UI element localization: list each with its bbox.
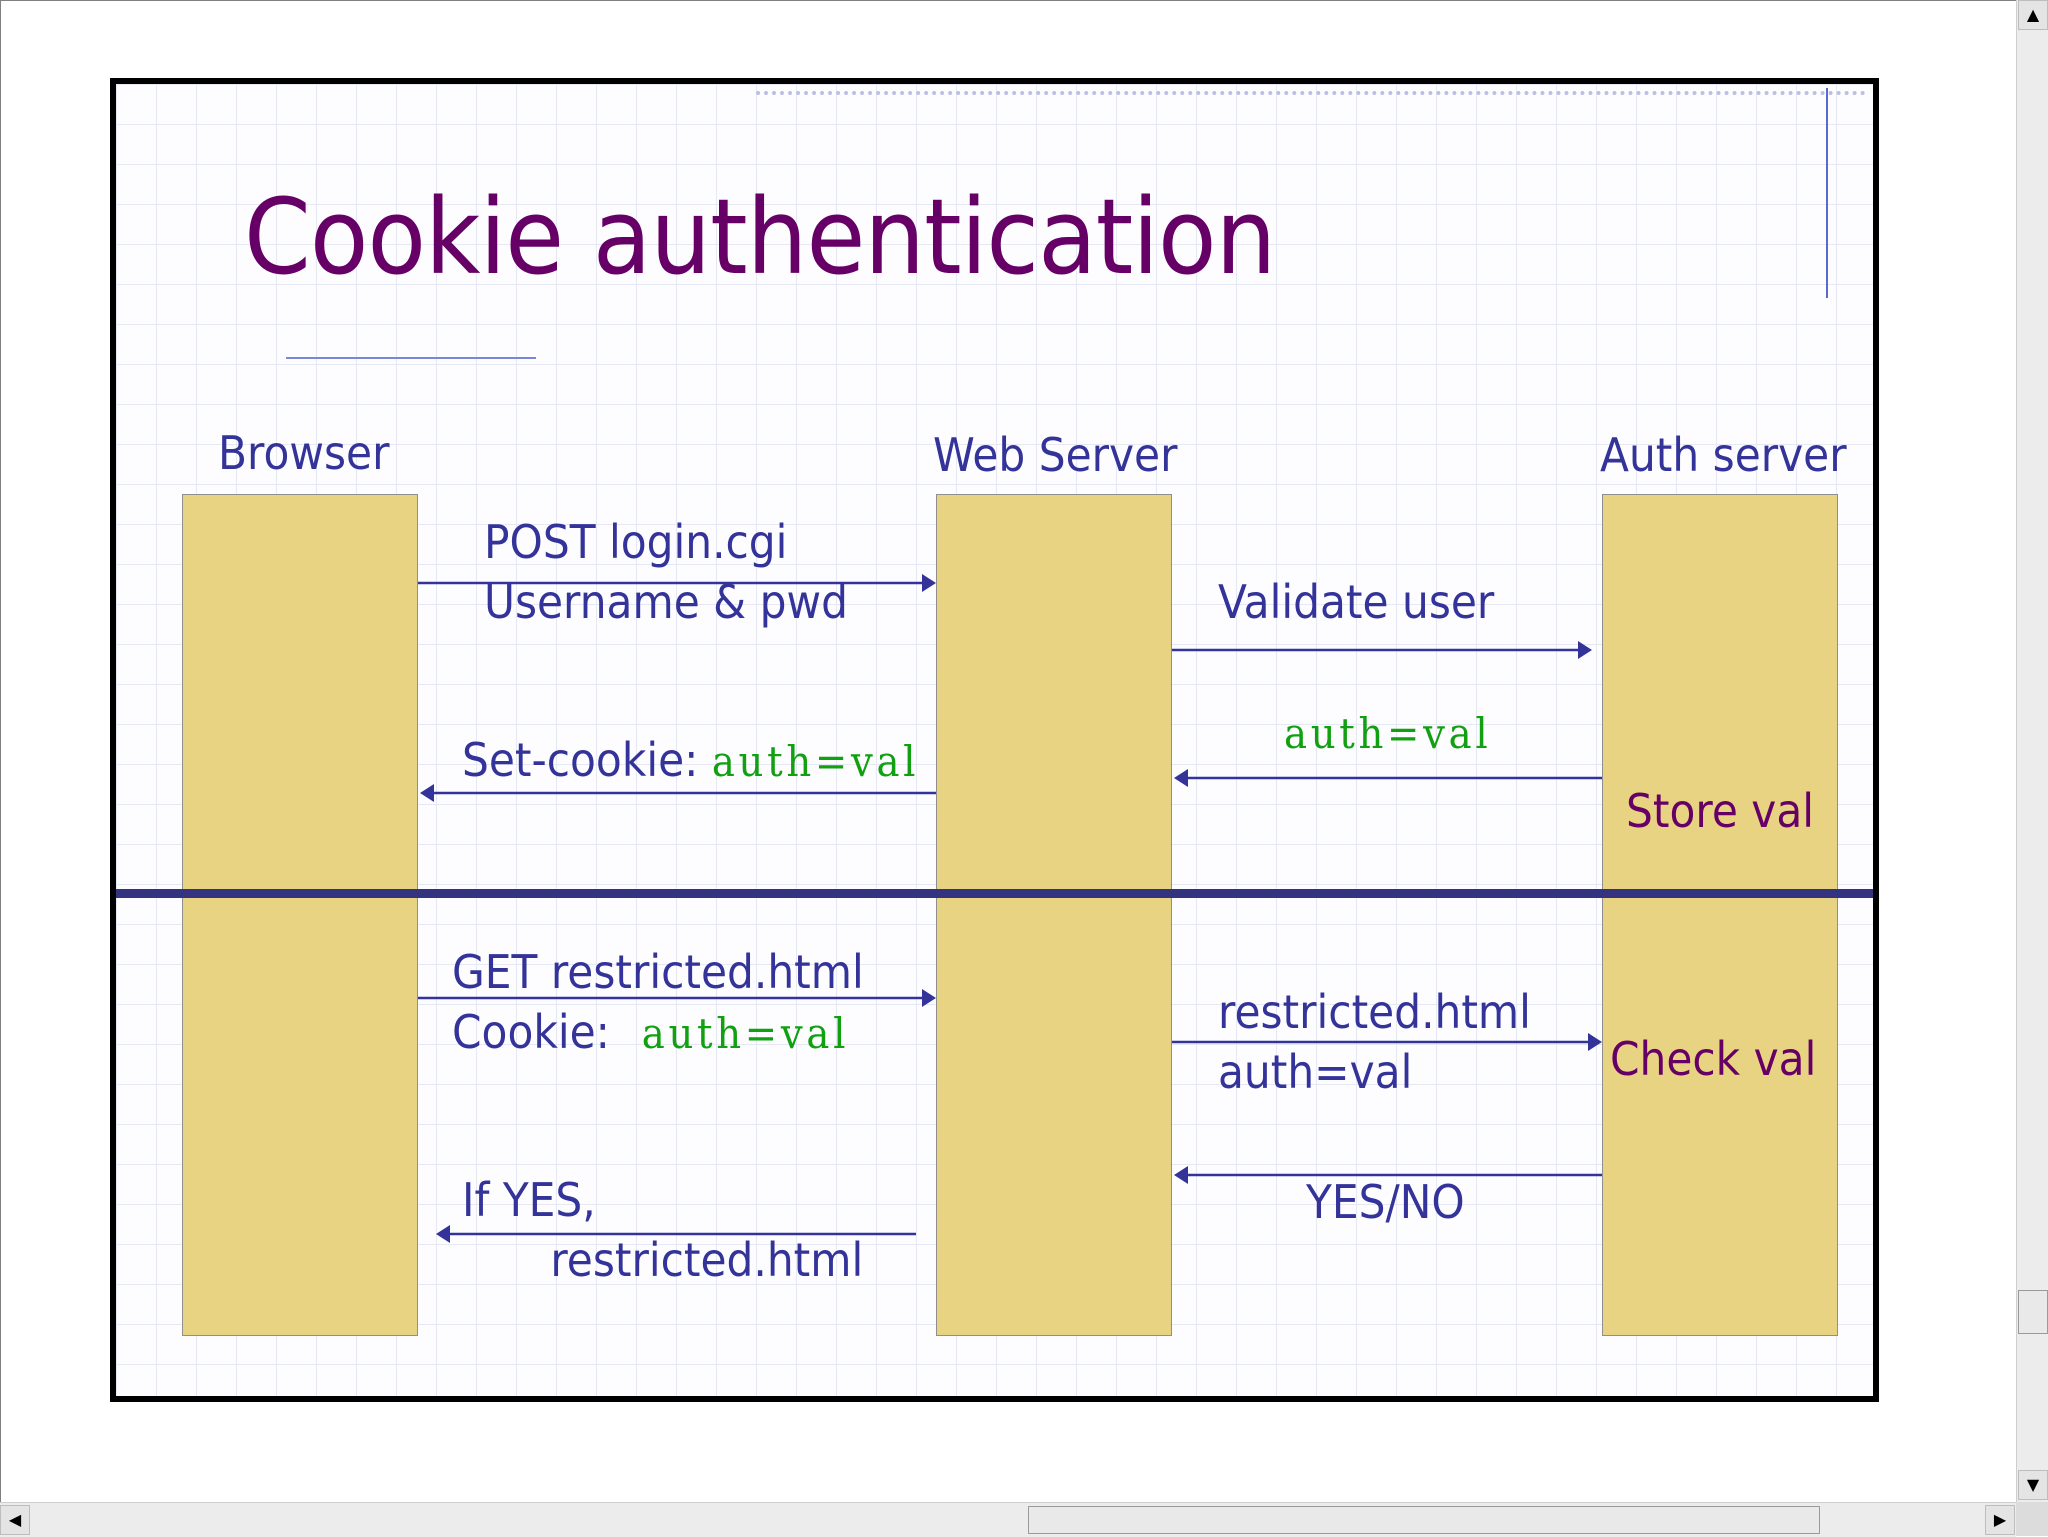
lane-label-browser: Browser [218,426,390,480]
message-set-cookie-value: auth=val [711,737,920,786]
message-forward-auth: restricted.html auth=val [1218,982,1531,1102]
lane-label-web-server: Web Server [933,428,1178,482]
scroll-right-button[interactable]: ▶ [1985,1505,2015,1535]
message-if-yes-line2: restricted.html [550,1233,864,1287]
scrollbar-corner [2016,1502,2048,1536]
message-cookie-prefix: Cookie: [452,1005,610,1059]
message-if-yes: If YES, restricted.html [462,1170,863,1290]
arrowhead-yes-no [1174,1166,1188,1184]
scroll-down-icon: ▼ [2026,1475,2040,1494]
message-yes-no: YES/NO [1306,1175,1465,1229]
arrowhead-post-login [922,574,936,592]
message-auth-reply: auth=val [1284,709,1492,758]
arrowhead-if-yes [436,1225,450,1243]
slide-title: Cookie authentication [244,176,1276,298]
arrowhead-validate-user [1578,641,1592,659]
scroll-left-button[interactable]: ◀ [0,1505,30,1535]
decorative-dotted-line [756,91,1866,95]
scroll-right-icon: ▶ [1993,1510,2007,1529]
slide: Cookie authentication Browser Web Server… [110,78,1879,1402]
scroll-up-button[interactable]: ▲ [2018,0,2048,30]
message-set-cookie-prefix: Set-cookie: [462,733,699,787]
lifeline-auth-server [1602,494,1838,1336]
message-set-cookie: Set-cookie: auth=val [462,730,919,792]
message-validate-user: Validate user [1218,575,1495,629]
message-cookie-line: Cookie: auth=val [452,1002,864,1064]
arrowhead-get-restricted [922,989,936,1007]
note-store-val: Store val [1626,784,1815,838]
message-if-yes-line1: If YES, [462,1173,596,1227]
lifeline-web-server [936,494,1172,1336]
lifeline-browser [182,494,418,1336]
phase-divider [116,889,1873,898]
message-cookie-value: auth=val [641,1009,850,1058]
horizontal-scroll-thumb[interactable] [1028,1506,1820,1534]
horizontal-scrollbar[interactable]: ◀ ▶ [0,1502,2016,1537]
vertical-scroll-thumb[interactable] [2018,1290,2048,1334]
scroll-left-icon: ◀ [8,1510,22,1529]
message-post-line1: POST login.cgi [484,515,788,569]
arrowhead-forward-auth [1588,1033,1602,1051]
arrowhead-auth-reply [1174,769,1188,787]
message-forward-line1: restricted.html [1218,985,1531,1039]
arrowhead-set-cookie [420,784,434,802]
message-post-line2: Username & pwd [484,575,848,629]
scroll-down-button[interactable]: ▼ [2018,1470,2048,1500]
message-get-line1: GET restricted.html [452,945,864,999]
scroll-up-icon: ▲ [2026,5,2040,24]
message-forward-line2: auth=val [1218,1045,1413,1099]
decorative-vertical-line [1826,88,1828,298]
message-get-restricted: GET restricted.html Cookie: auth=val [452,942,864,1064]
message-post-login: POST login.cgi Username & pwd [484,512,848,632]
vertical-scrollbar[interactable]: ▲ ▼ [2016,0,2048,1502]
decorative-underline [286,357,536,359]
note-check-val: Check val [1610,1032,1817,1086]
lane-label-auth-server: Auth server [1600,428,1847,482]
